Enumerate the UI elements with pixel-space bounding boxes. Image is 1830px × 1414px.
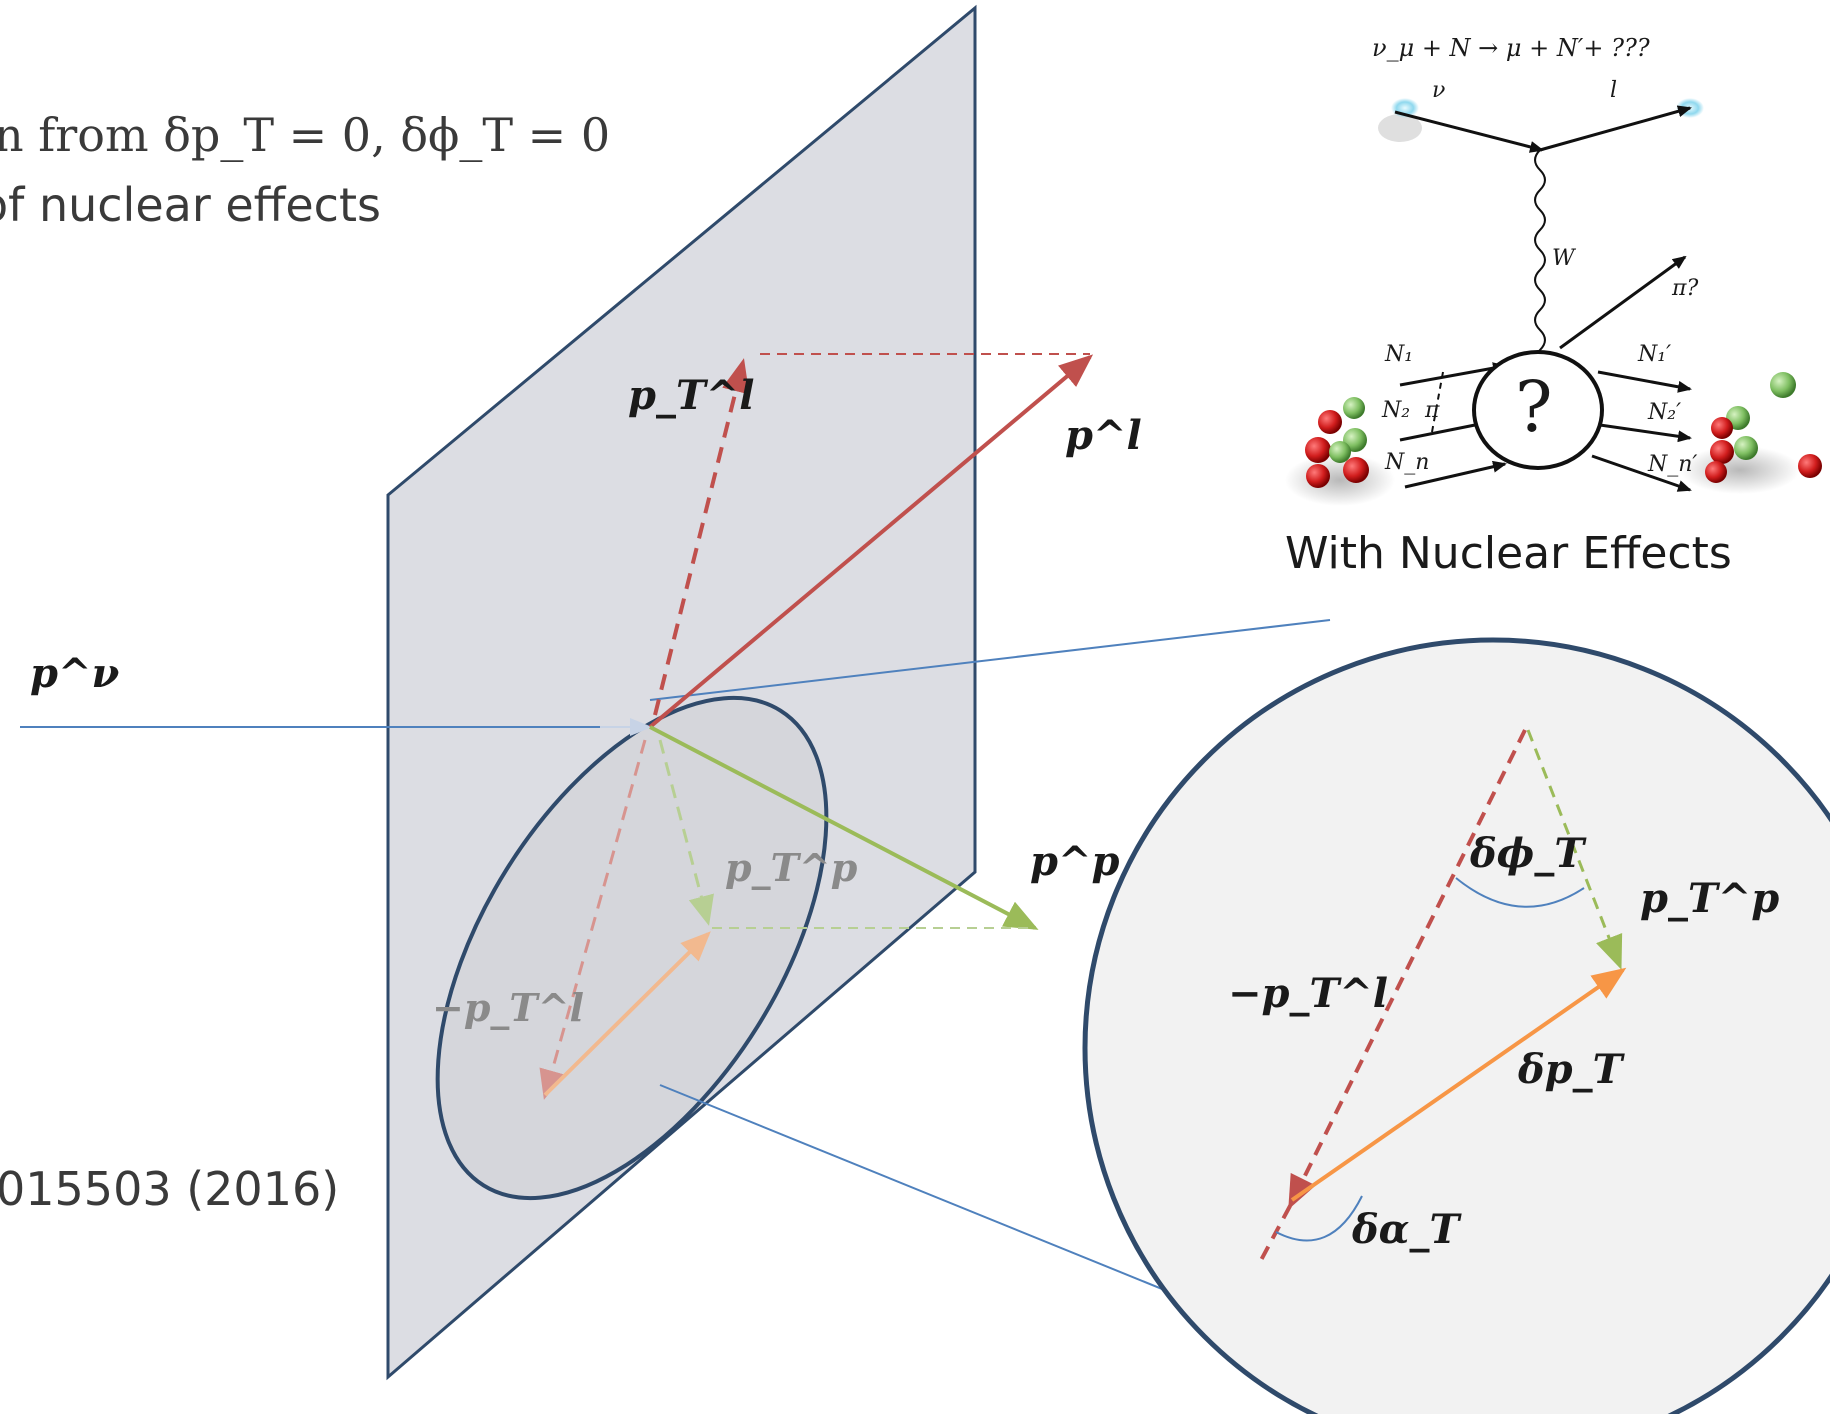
inset-delta-phiT-arc [1455,877,1585,908]
inset-delta-alphaT-arc [1275,1195,1363,1242]
transverse-ellipse [435,695,829,1201]
feynman-n1: N₁ [1385,342,1414,367]
inset-label-delta-alphaT: δα_T [1352,1206,1460,1253]
label-p-l: p^l [1065,412,1142,459]
lepton-transverse-arrow [653,358,750,716]
inset-minus-pT-l-tail [1258,1205,1292,1263]
proton-transverse-arrow [658,739,714,926]
feynman-pi-exchange: π [1425,398,1440,423]
feynman-nn: N_n [1385,450,1430,475]
feynman-reaction: ν_μ + N → μ + N′+ ??? [1372,34,1650,62]
label-pT-p: p_T^p [725,845,858,890]
feynman-w: W [1552,246,1575,271]
feynman-diagram [1285,98,1822,506]
inset-label-delta-pT: δp_T [1518,1046,1623,1093]
zoom-line-top [649,619,1331,701]
feynman-n1p: N₁′ [1638,342,1672,367]
lepton-momentum-arrow [648,354,1094,729]
feynman-caption: With Nuclear Effects [1285,528,1732,579]
minus-lepton-transverse-arrow [539,739,647,1100]
label-pT-l: p_T^l [628,372,755,419]
proton-momentum-arrow [649,725,1039,930]
feynman-nu: ν [1432,78,1446,103]
feynman-blob-question: ? [1515,366,1553,448]
inset-delta-pT-arrow [1290,967,1627,1202]
label-minus-pT-l: −p_T^l [432,985,584,1030]
inset-minus-pT-l-arrow [1288,729,1527,1210]
zoom-inset-circle [1082,637,1830,1414]
label-p-nu: p^ν [30,650,120,697]
inset-label-delta-phiT: δϕ_T [1470,830,1585,877]
reference-text: 015503 (2016) [0,1162,340,1216]
delta-pT-faint-arrow [543,931,711,1097]
feynman-pion: π? [1672,276,1699,301]
inset-pT-p-arrow [1526,729,1623,970]
slide-text-line1: n from δp_T = 0, δϕ_T = 0 [0,108,611,162]
feynman-n2: N₂ [1382,398,1411,423]
feynman-lepton: l [1610,78,1618,103]
inset-label-minus-pT-l: −p_T^l [1228,970,1388,1017]
label-p-p: p^p [1030,838,1120,885]
feynman-n2p: N₂′ [1648,400,1682,425]
inset-label-pT-p: p_T^p [1640,875,1780,922]
slide-text-line2: of nuclear effects [0,178,381,232]
feynman-nnp: N_n′ [1648,452,1698,477]
